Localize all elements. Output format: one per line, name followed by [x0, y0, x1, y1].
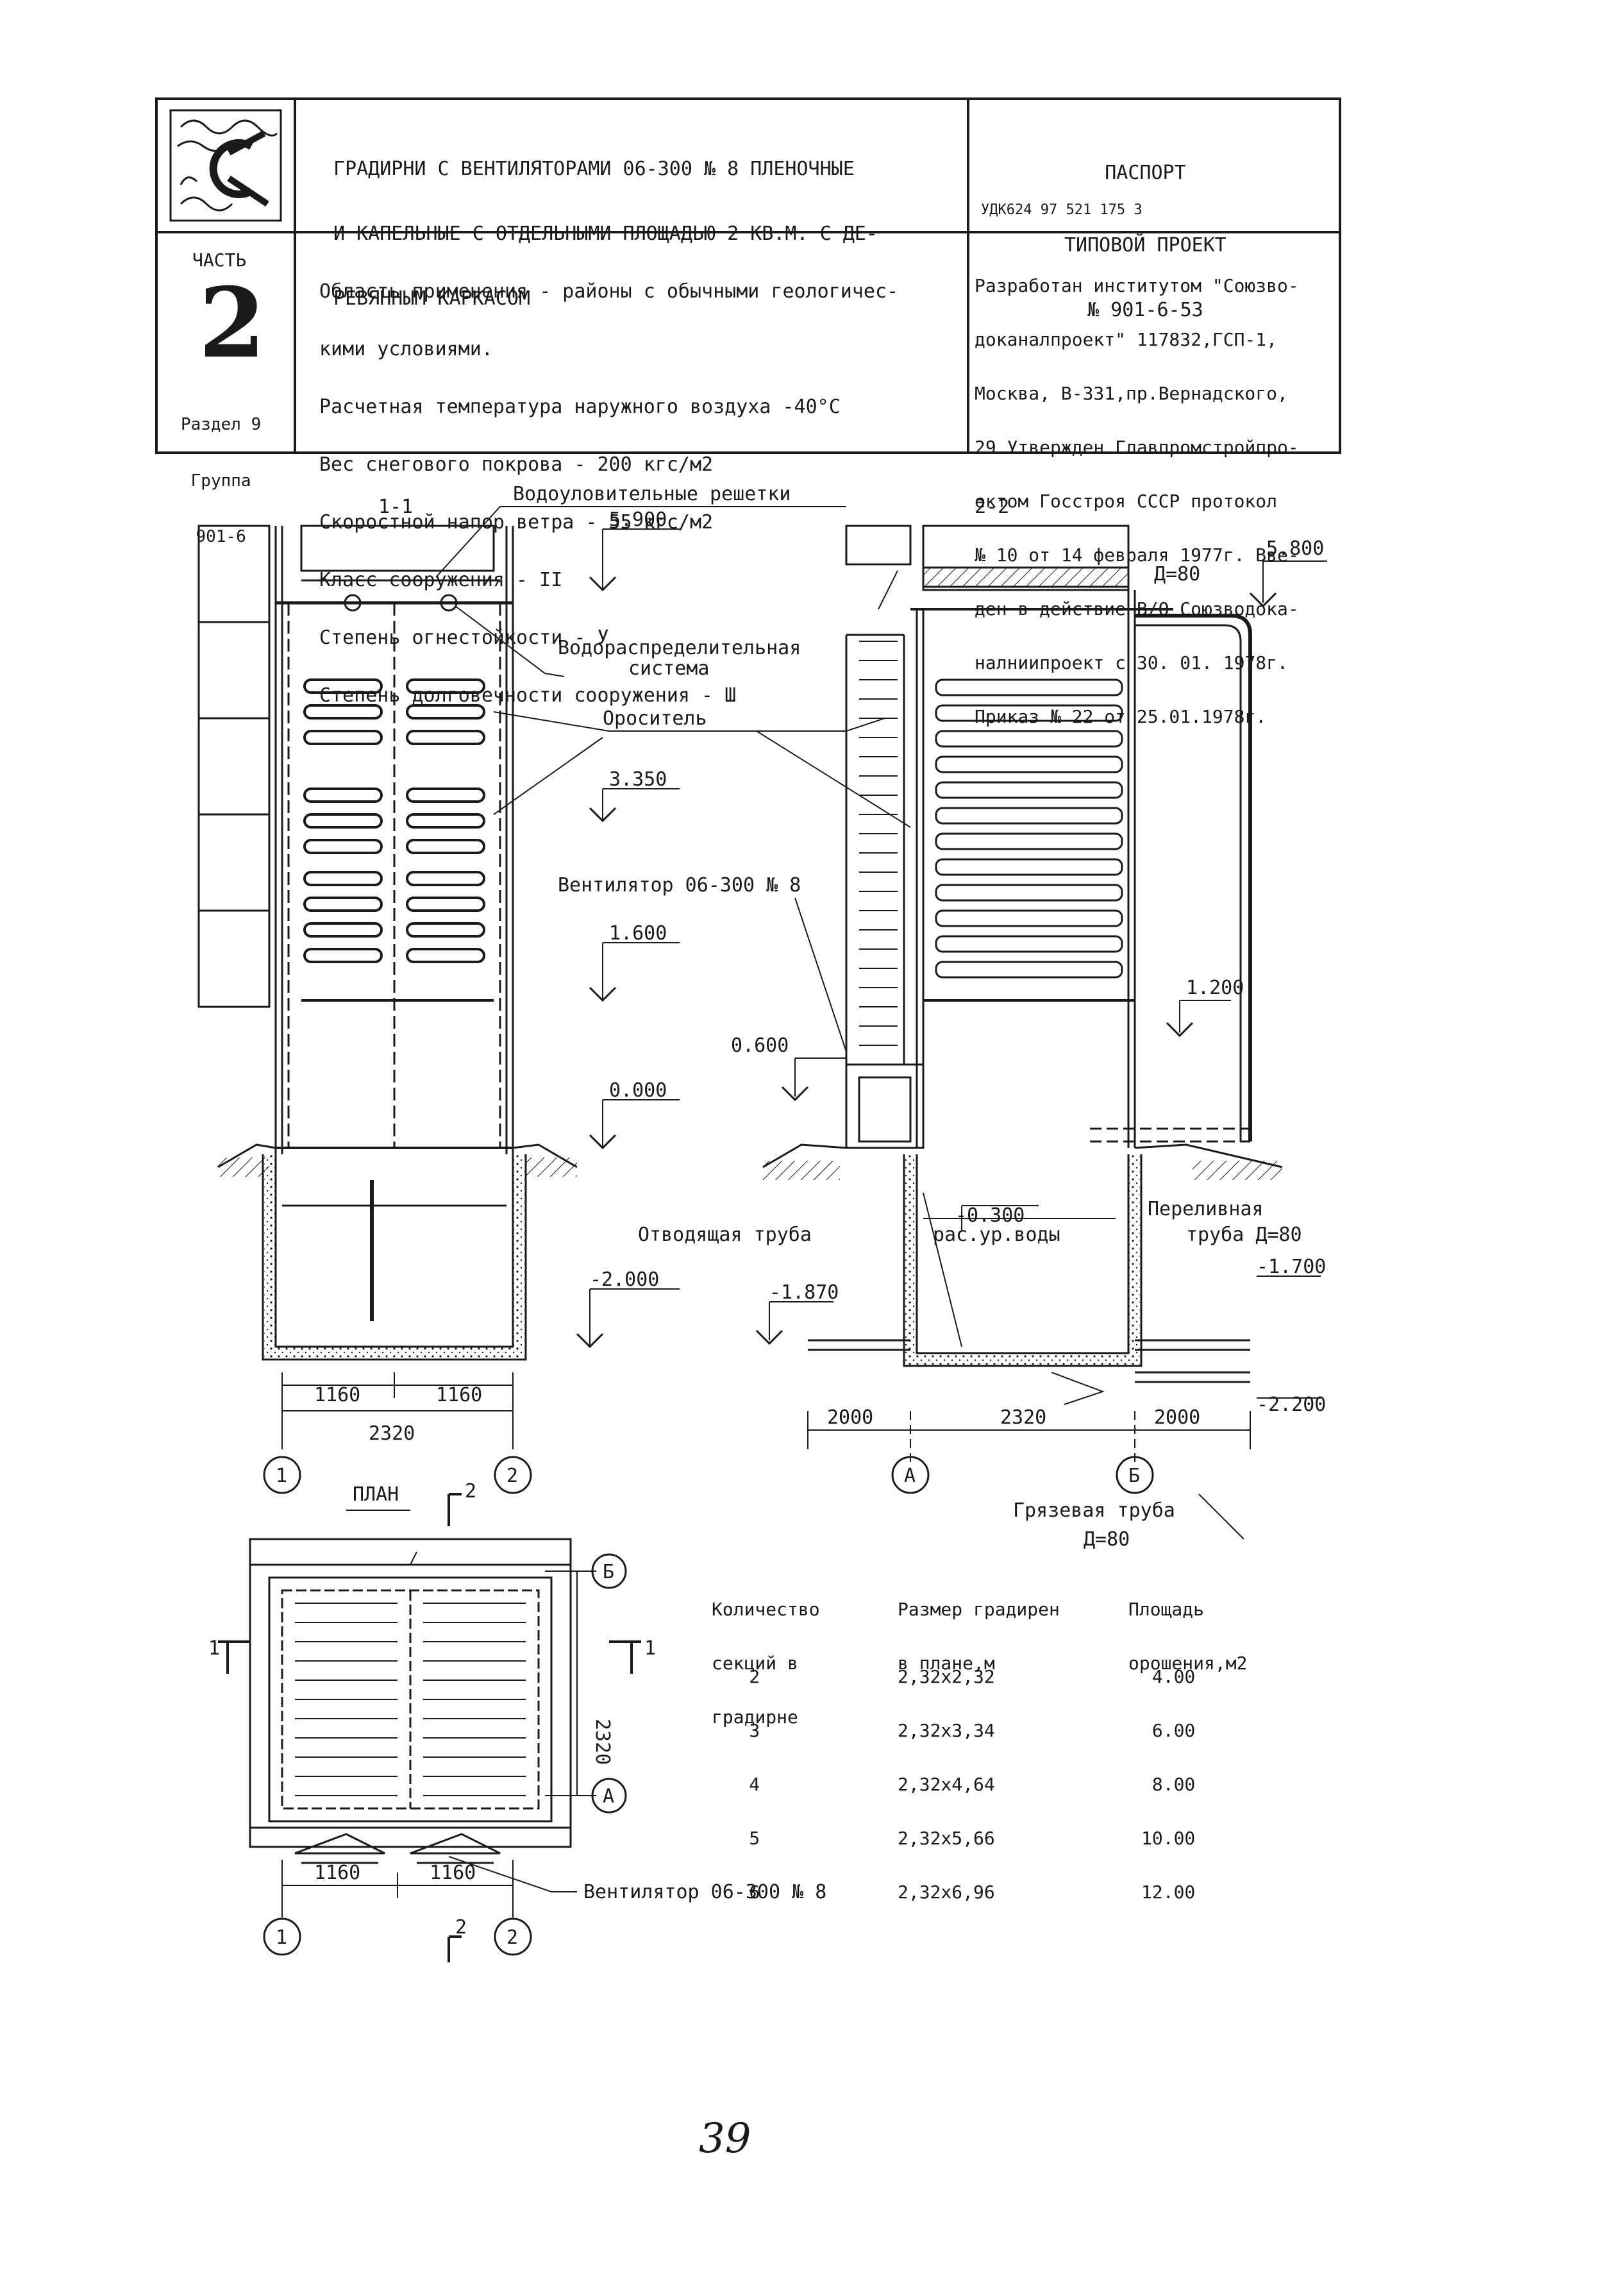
elev-5800: 5.800 [1266, 537, 1324, 560]
table-col-size: 2,32х2,32 2,32х3,34 2,32х4,64 2,32х5,66 … [898, 1632, 995, 1919]
axis-b: Б [1128, 1465, 1140, 1487]
elev-m2000: -2.000 [590, 1268, 659, 1291]
table-row: 2,32х3,34 [898, 1720, 995, 1741]
table-row: 5 [749, 1828, 760, 1849]
label-overflow-2: труба Д=80 [1186, 1224, 1302, 1246]
elev-m0300: -0.300 [955, 1204, 1025, 1227]
cut-mark-top: 2 [465, 1480, 476, 1503]
label-mud-pipe: Грязевая труба [1013, 1499, 1175, 1522]
header-divider-right [967, 97, 969, 454]
table-row: 2 [749, 1666, 760, 1687]
elev-0600: 0.600 [731, 1034, 789, 1057]
dim-1160-a: 1160 [314, 1384, 360, 1406]
plan-axis-1: 1 [276, 1926, 287, 1949]
section-1-1-label: 1-1 [378, 496, 413, 518]
table-row: 6.00 [1151, 1720, 1196, 1741]
plan-view [218, 1493, 641, 1962]
table-row: 2,32х6,96 [898, 1882, 995, 1903]
section-2-2-label: 2-2 [975, 496, 1009, 518]
section-1-1 [197, 525, 680, 1494]
label-water-level: рас.ур.воды [933, 1224, 1060, 1246]
table-row: 2,32х2,32 [898, 1666, 995, 1687]
label-fan-plan: Вентилятор 06-300 № 8 [583, 1881, 826, 1903]
label-drain-pipe: Отводящая труба [638, 1224, 812, 1246]
developer-text: Разработан институтом "Союзво- доканалпр… [975, 275, 1299, 727]
elev-0000: 0.000 [609, 1079, 667, 1102]
table-header-size: Размер градирен в плане,м [898, 1599, 1060, 1674]
header-divider-mid [155, 231, 1341, 233]
section-info: Раздел 9 Группа 901-6 [181, 415, 262, 546]
part-label: ЧАСТЬ [192, 249, 247, 271]
table-header-area: Площадь орошения,м2 [1128, 1599, 1248, 1674]
plan-axis-a: А [603, 1785, 614, 1808]
table-row: 2,32х4,64 [898, 1774, 995, 1795]
elev-1600: 1.600 [609, 922, 667, 945]
table-row: 6 [749, 1882, 760, 1903]
elev-m1870: -1.870 [769, 1281, 839, 1304]
label-fan: Вентилятор 06-300 № 8 [558, 874, 801, 897]
cut-mark-bottom: 2 [455, 1916, 467, 1939]
table-col-area: 4.00 6.00 8.00 10.00 12.00 [1141, 1632, 1195, 1919]
table-row: 10.00 [1141, 1828, 1196, 1849]
label-plan: ПЛАН [353, 1483, 399, 1506]
institute-logo [169, 109, 282, 222]
header-divider-left [294, 97, 296, 454]
table-header-count: Количество секций в градирне [712, 1599, 820, 1728]
cut-mark-left: 1 [208, 1637, 220, 1660]
page-number: 39 [699, 2115, 751, 2162]
plan-dim-1160-b: 1160 [430, 1862, 476, 1884]
dim-1160-b: 1160 [436, 1384, 482, 1406]
table-row: 2,32х5,66 [898, 1828, 995, 1849]
cut-mark-right: 1 [644, 1637, 656, 1660]
table-row: 4.00 [1151, 1666, 1196, 1687]
plan-axis-b: Б [603, 1561, 614, 1583]
plan-axis-2: 2 [506, 1926, 518, 1949]
label-overflow: Переливная [1148, 1198, 1264, 1220]
header-block [155, 97, 1341, 454]
table-col-count: 2 3 4 5 6 [744, 1632, 766, 1919]
plan-dim-1160-a: 1160 [314, 1862, 360, 1884]
label-distribution-2: система [628, 657, 709, 680]
table-row: 12.00 [1141, 1882, 1196, 1903]
elev-3350: 3.350 [609, 768, 667, 791]
elev-m2200: -2.200 [1257, 1394, 1326, 1416]
axis-a: А [904, 1465, 916, 1487]
label-d80: Д=80 [1154, 563, 1200, 585]
label-grilles: Водоуловительные решетки [513, 483, 791, 505]
dim-2000-a: 2000 [827, 1406, 873, 1429]
part-number: 2 [199, 267, 266, 380]
section-2-2 [755, 525, 1327, 1540]
axis-1: 1 [276, 1465, 287, 1487]
table-row: 3 [749, 1720, 760, 1741]
elev-5900: 5.900 [609, 509, 667, 531]
axis-2: 2 [506, 1465, 518, 1487]
udk-code: УДК624 97 521 175 3 [981, 202, 1143, 218]
plan-dim-2320: 2320 [591, 1719, 614, 1765]
elev-1200: 1.200 [1186, 977, 1244, 999]
dim-2320: 2320 [369, 1422, 415, 1445]
label-sprinkler: Ороситель [603, 707, 707, 730]
label-mud-pipe-d: Д=80 [1084, 1528, 1130, 1551]
elev-m1700: -1.700 [1257, 1256, 1326, 1278]
dim-2000-b: 2000 [1154, 1406, 1200, 1429]
table-row: 4 [749, 1774, 760, 1795]
label-distribution: Водораспределительная [558, 637, 801, 659]
table-row: 8.00 [1151, 1774, 1196, 1795]
dim-2320-b: 2320 [1000, 1406, 1046, 1429]
passport-block: ПАСПОРТ ТИПОВОЙ ПРОЕКТ № 901-6-53 [1064, 162, 1226, 321]
header-title: ГРАДИРНИ С ВЕНТИЛЯТОРАМИ 06-300 № 8 ПЛЕН… [333, 158, 878, 310]
